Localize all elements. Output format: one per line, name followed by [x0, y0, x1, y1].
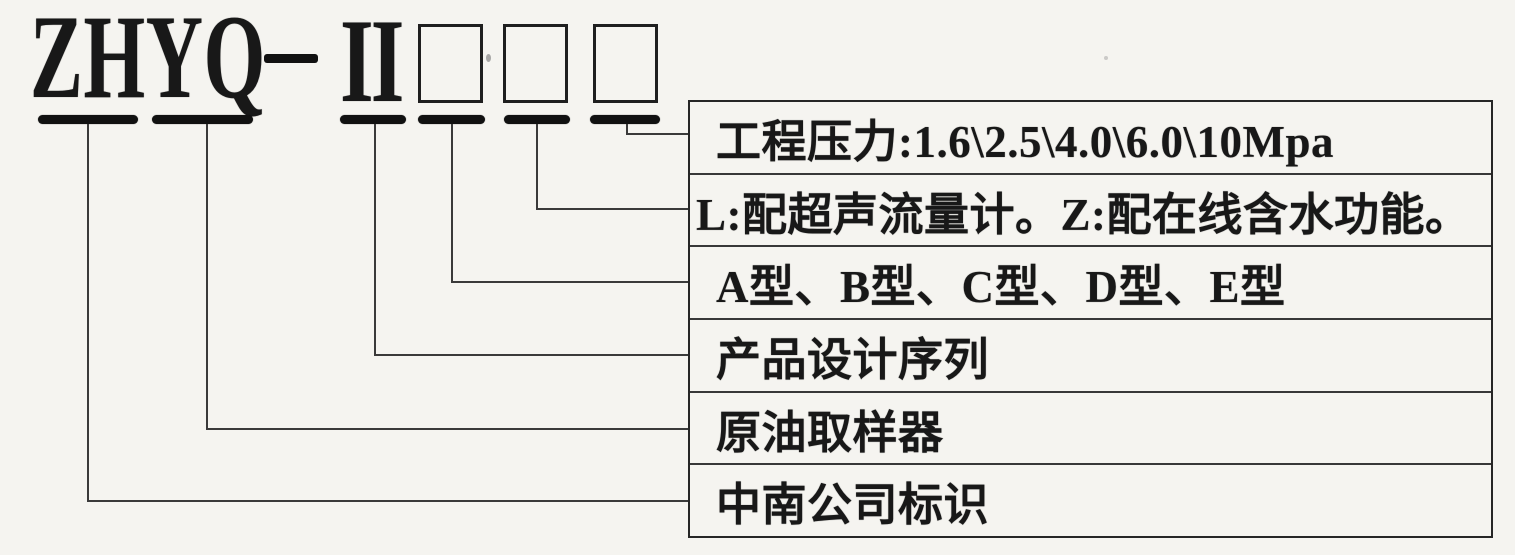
legend-row-options: L:配超声流量计。Z:配在线含水功能。	[690, 172, 1491, 246]
legend-table: 工程压力:1.6\2.5\4.0\6.0\10Mpa L:配超声流量计。Z:配在…	[688, 100, 1493, 538]
code-placeholder-box-3	[593, 24, 658, 103]
connector-horizontal-company	[87, 500, 688, 502]
model-code-prefix: ZHYQ	[30, 0, 266, 123]
code-underline-segment-5	[504, 115, 570, 124]
model-code-dash	[264, 54, 318, 63]
connector-vertical-company	[87, 124, 89, 502]
model-code-series-numeral: II	[340, 0, 404, 127]
legend-row-label: 产品设计序列	[716, 334, 990, 385]
connector-horizontal-option	[536, 208, 688, 210]
scan-speck	[1104, 56, 1108, 60]
connector-horizontal-series	[374, 354, 688, 356]
connector-vertical-sampler	[206, 124, 208, 430]
legend-row-label: 工程压力:1.6\2.5\4.0\6.0\10Mpa	[716, 116, 1334, 167]
legend-row-label: 中南公司标识	[716, 480, 990, 531]
legend-row-label: A型、B型、C型、D型、E型	[716, 262, 1286, 313]
connector-vertical-type	[451, 124, 453, 283]
code-underline-segment-4	[418, 115, 485, 124]
legend-row-product: 原油取样器	[690, 390, 1491, 464]
connector-vertical-option	[536, 124, 538, 210]
scan-speck	[486, 54, 491, 62]
connector-horizontal-type	[451, 281, 688, 283]
connector-vertical-pressure	[626, 124, 628, 135]
code-underline-segment-1	[38, 115, 138, 124]
connector-horizontal-pressure	[626, 133, 688, 135]
code-underline-segment-3	[340, 115, 406, 124]
legend-row-types: A型、B型、C型、D型、E型	[690, 245, 1491, 318]
legend-row-label: L:配超声流量计。Z:配在线含水功能。	[696, 189, 1471, 240]
code-placeholder-box-1	[418, 24, 483, 103]
connector-vertical-series	[374, 124, 376, 356]
legend-row-label: 原油取样器	[716, 407, 944, 458]
code-underline-segment-2	[152, 115, 253, 124]
legend-row-pressure: 工程压力:1.6\2.5\4.0\6.0\10Mpa	[690, 102, 1491, 173]
legend-row-design-series: 产品设计序列	[690, 318, 1491, 391]
code-placeholder-box-2	[503, 24, 568, 103]
code-underline-segment-6	[590, 115, 660, 124]
legend-row-company: 中南公司标识	[690, 463, 1491, 536]
connector-horizontal-sampler	[206, 428, 688, 430]
